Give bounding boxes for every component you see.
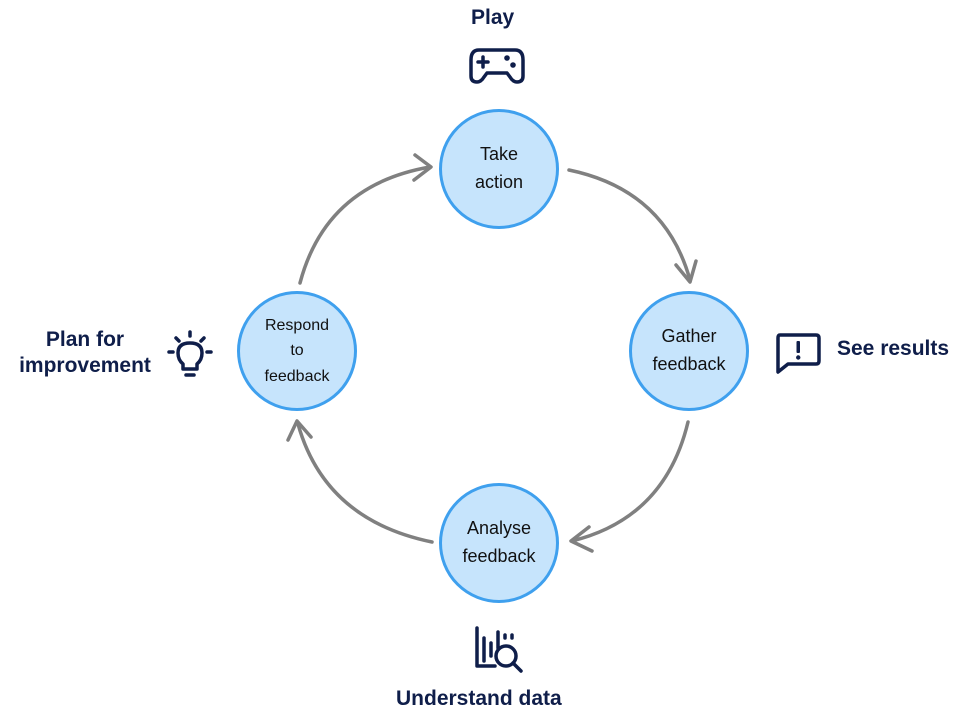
node-respond-to-feedback-label: Respond to feedback — [264, 316, 330, 385]
lightbulb-icon — [167, 330, 213, 377]
arrowhead-gather-to-analyse — [569, 525, 594, 553]
arrow-analyse-to-respond — [296, 422, 434, 544]
gamepad-icon — [469, 48, 525, 84]
node-analyse-feedback: Analyse feedback — [439, 483, 559, 603]
arrowhead-take-to-gather — [674, 259, 698, 284]
label-plan-for-improvement: Plan for improvement — [19, 328, 151, 378]
arrowhead-respond-to-take — [412, 153, 433, 182]
node-gather-feedback: Gather feedback — [629, 291, 749, 411]
chart-magnifier-icon — [475, 626, 523, 673]
arrowhead-analyse-to-respond — [286, 419, 313, 442]
node-respond-to-feedback: Respond to feedback — [237, 291, 357, 411]
arrow-take-to-gather — [567, 168, 692, 282]
arrow-gather-to-analyse — [570, 420, 690, 543]
node-take-action: Take action — [439, 109, 559, 229]
arrow-respond-to-take — [298, 165, 432, 285]
node-analyse-feedback-label: Analyse feedback — [462, 518, 536, 566]
node-take-action-label: Take action — [474, 144, 524, 192]
label-understand-data: Understand data — [396, 687, 562, 710]
label-play: Play — [471, 6, 515, 29]
alert-message-icon — [776, 333, 821, 374]
node-gather-feedback-label: Gather feedback — [652, 326, 726, 374]
label-see-results: See results — [837, 337, 950, 360]
